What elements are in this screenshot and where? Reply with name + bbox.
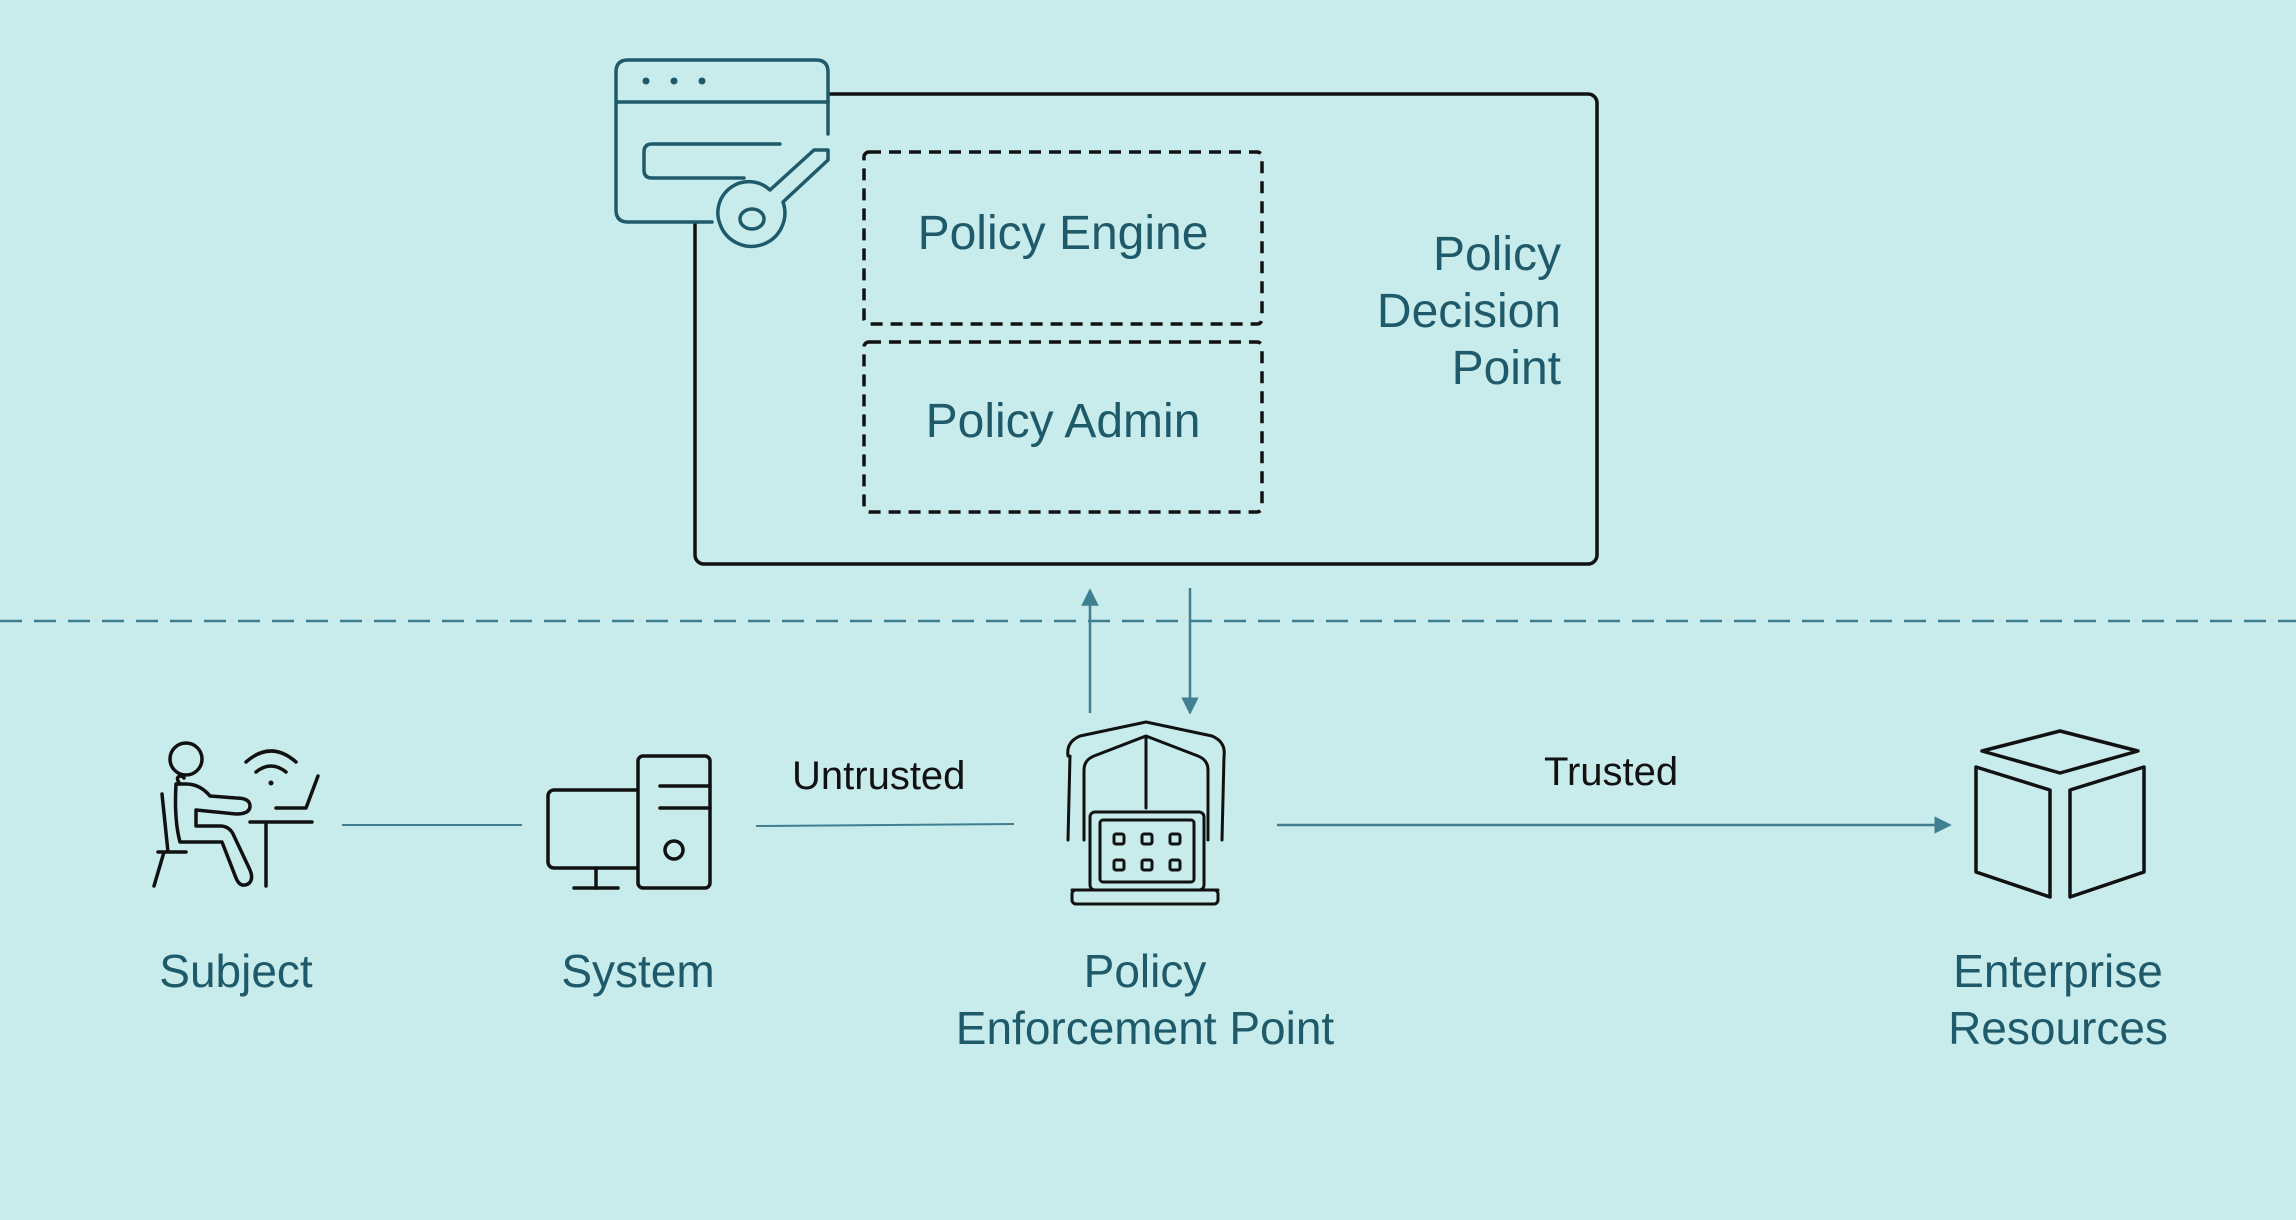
resources-label-line-2: Resources (1948, 1002, 2168, 1054)
shielded-laptop-icon (1066, 720, 1226, 906)
person-at-laptop-icon (152, 741, 320, 888)
pep-label-line-1: Policy (1083, 945, 1207, 997)
policy-engine-box (862, 150, 1264, 326)
pdp-title-line-3: Point (1451, 342, 1561, 395)
pep-label-line-2: Enforcement Point (955, 1002, 1335, 1054)
pdp-title-line-2: Decision (1376, 285, 1561, 338)
policy-decision-point-title: Policy Decision Point (1300, 226, 1561, 397)
untrusted-label: Untrusted (792, 754, 966, 798)
trusted-label: Trusted (1544, 750, 1679, 794)
desktop-computer-icon (546, 754, 712, 890)
browser-key-icon (614, 58, 830, 249)
pdp-title-line-1: Policy (1432, 228, 1561, 281)
cube-icon (1974, 729, 2146, 899)
resources-label-line-1: Enterprise (1953, 945, 2163, 997)
policy-admin-label: Policy Admin (925, 395, 1201, 448)
connector-system-pep (755, 823, 1015, 827)
policy-decision-point-box (693, 92, 1599, 566)
system-label: System (561, 945, 715, 997)
policy-engine-label: Policy Engine (917, 207, 1209, 260)
subject-label: Subject (159, 945, 313, 997)
